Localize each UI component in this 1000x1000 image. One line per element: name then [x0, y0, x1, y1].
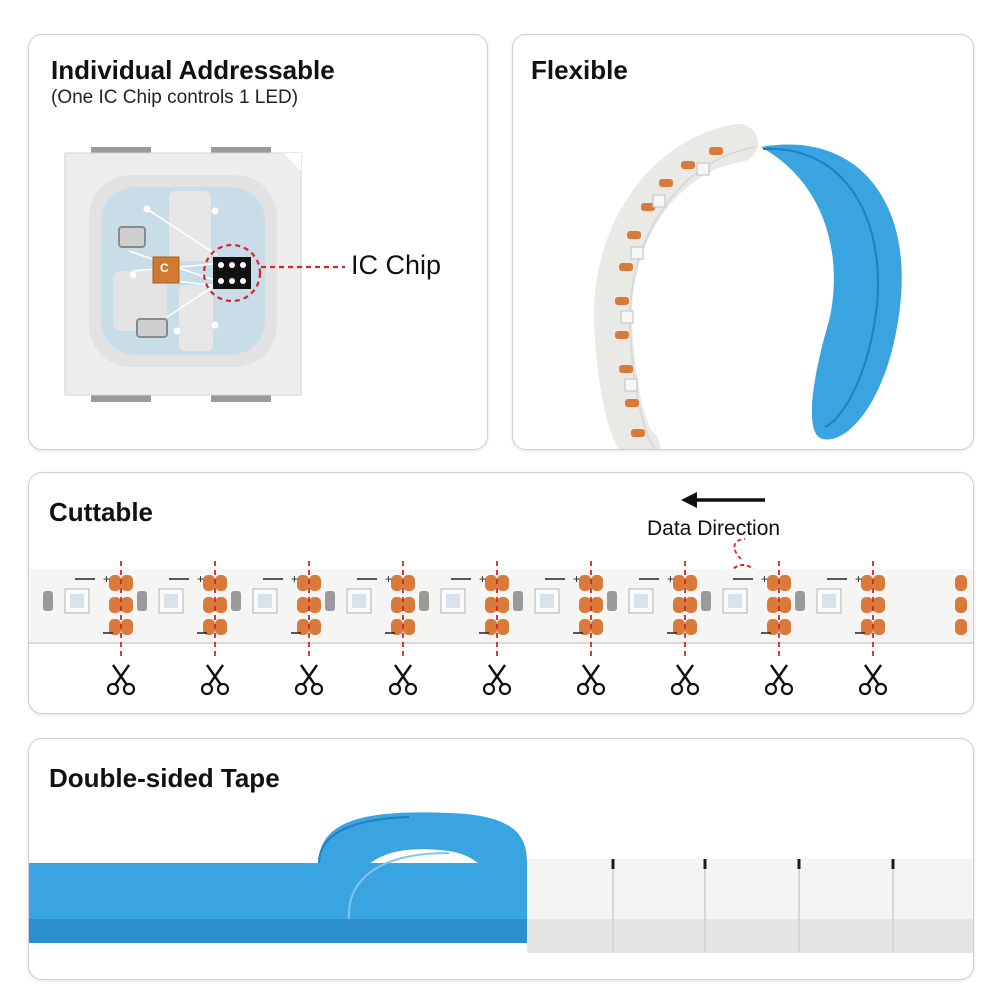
scissors-icon [764, 664, 794, 696]
chip-letter: C [160, 261, 169, 275]
scissors-icon [858, 664, 888, 696]
panel-flexible-title: Flexible [531, 55, 628, 85]
svg-text:+: + [761, 572, 768, 586]
scissors-icon [200, 664, 230, 696]
panel-cuttable: Cuttable Data Direction + + + + + + + + + [28, 472, 974, 714]
data-direction-label: Data Direction [647, 517, 781, 540]
panel-addressable: Individual Addressable (One IC Chip cont… [28, 34, 488, 450]
panel-addressable-subtitle: (One IC Chip controls 1 LED) [51, 87, 299, 108]
scissors-icon [294, 664, 324, 696]
led-chip-diagram [64, 147, 345, 402]
scissors-icon [388, 664, 418, 696]
flexible-strip-loop [593, 124, 902, 449]
dashed-arrow-icon [733, 538, 746, 560]
scissors-icon [576, 664, 606, 696]
panel-addressable-title: Individual Addressable [51, 55, 335, 85]
svg-text:+: + [573, 572, 580, 586]
panel-tape-title: Double-sided Tape [49, 763, 280, 793]
scissors-icon [482, 664, 512, 696]
svg-text:+: + [197, 572, 204, 586]
scissors-icon [106, 664, 136, 696]
svg-text:+: + [291, 572, 298, 586]
svg-text:+: + [667, 572, 674, 586]
svg-text:+: + [385, 572, 392, 586]
svg-text:+: + [103, 572, 110, 586]
scissors-icon [670, 664, 700, 696]
arrow-left-icon [681, 492, 765, 508]
panel-tape: Double-sided Tape [28, 738, 974, 980]
svg-text:+: + [855, 572, 862, 586]
panel-flexible: Flexible [512, 34, 974, 450]
ic-chip-label: IC Chip [351, 250, 442, 280]
cuttable-strip: + + + + + + + + + [29, 492, 973, 696]
panel-cuttable-title: Cuttable [49, 497, 153, 527]
svg-text:+: + [479, 572, 486, 586]
tape-illustration [29, 812, 973, 953]
